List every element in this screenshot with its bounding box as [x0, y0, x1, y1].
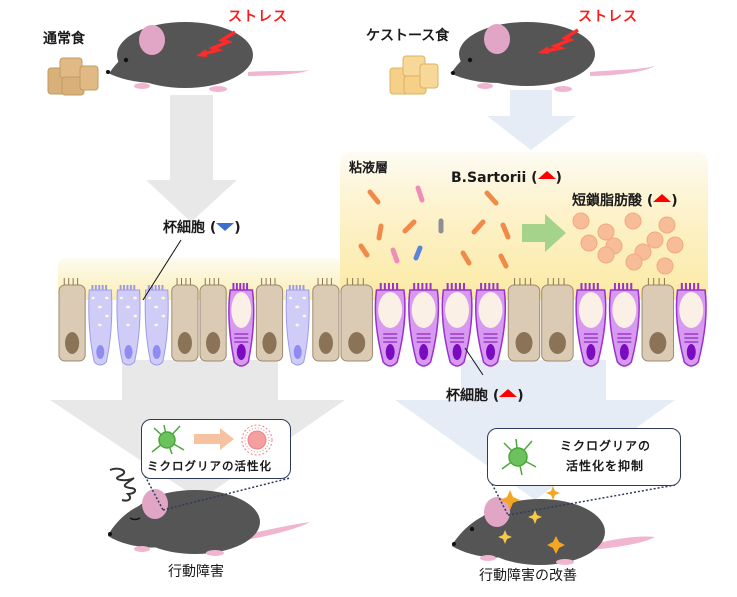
goblet-cell-decrease-label: 杯細胞 ()	[163, 217, 241, 237]
enterocyte-cell	[641, 278, 675, 362]
scfa-text: 短鎖脂肪酸 (	[572, 193, 654, 209]
goblet-cell-low	[144, 285, 169, 366]
up-arrow-icon	[537, 171, 556, 179]
bacterium	[358, 243, 370, 258]
scfa-sphere	[572, 212, 590, 230]
behavioral-improvement-label: 行動障害の改善	[479, 568, 577, 584]
scfa-sphere	[580, 234, 598, 252]
enterocyte-cell	[507, 278, 541, 362]
bacterium	[413, 245, 423, 261]
normal-diet-label: 通常食	[43, 31, 85, 47]
goblet-cell-high	[575, 283, 607, 367]
normal-diet-pellets	[47, 57, 99, 96]
enterocyte-cell	[171, 278, 199, 362]
down-arrow-icon	[216, 223, 235, 231]
goblet-cell-high	[675, 283, 707, 367]
right-stress-label: ストレス	[578, 9, 638, 25]
scfa-sphere	[666, 236, 684, 254]
bacterium	[498, 253, 509, 269]
bacterium	[471, 219, 486, 235]
goblet-text-end: )	[234, 220, 241, 236]
microglia-suppression-callout: ミクログリアの 活性化を抑制	[487, 428, 681, 486]
scfa-text-end: )	[671, 193, 678, 209]
scfa-sphere	[597, 246, 615, 264]
activation-arrow-icon	[194, 428, 234, 450]
goblet-cell-increase-label: 杯細胞 ()	[446, 385, 524, 405]
scfa-group	[572, 212, 684, 275]
goblet-text: 杯細胞 (	[163, 220, 217, 236]
scfa-sphere	[624, 212, 642, 230]
goblet-text-end: )	[517, 388, 524, 404]
bacterium	[402, 219, 417, 234]
goblet-cell-high	[441, 283, 473, 367]
goblet-cell-high	[608, 283, 640, 367]
goblet-text: 杯細胞 (	[446, 388, 500, 404]
bacterium	[415, 185, 425, 203]
mucus-layer-label: 粘液層	[349, 161, 389, 176]
stressed-mouse-normal-diet	[106, 22, 310, 92]
enterocyte-cell	[312, 278, 340, 362]
scfa-sphere	[656, 257, 674, 275]
scfa-sphere	[658, 216, 676, 234]
behavioral-disorder-label: 行動障害	[168, 564, 224, 580]
bacterium	[376, 223, 384, 241]
goblet-cell-high	[475, 283, 507, 367]
bacterium	[460, 250, 472, 266]
enterocyte-cell	[541, 278, 574, 362]
activated-microglia-icon	[241, 424, 273, 456]
bacterium	[484, 190, 499, 206]
b-sartorii-label: B.Sartorii ()	[451, 170, 562, 186]
kestose-diet-label: ケストース食	[366, 28, 450, 44]
sparkle-icons	[498, 486, 565, 554]
stressed-mouse-kestose-diet	[450, 22, 655, 92]
enterocyte-cell	[255, 278, 284, 362]
up-arrow-icon	[653, 194, 672, 202]
scfa-sphere	[625, 253, 643, 271]
left-stress-label: ストレス	[228, 9, 288, 25]
resting-microglia-icon	[151, 424, 185, 455]
goblet-cell-high	[408, 283, 440, 367]
goblet-cell-high	[228, 283, 255, 367]
b-sartorii-text: B.Sartorii (	[451, 170, 538, 186]
scfa-sphere	[597, 223, 615, 241]
mouse-improved-behavior	[452, 486, 655, 565]
enterocyte-cell	[340, 278, 373, 362]
enterocyte-cell	[199, 278, 227, 362]
dizzy-swirl-icon	[109, 467, 136, 502]
microglia-activation-graphic	[151, 424, 273, 456]
left-top-flow-arrow	[146, 95, 237, 222]
conversion-arrow	[522, 214, 566, 252]
microglia-suppression-line2: 活性化を抑制	[566, 459, 645, 473]
bacteria-group	[358, 185, 511, 269]
right-top-flow-arrow	[487, 90, 576, 150]
bacterium	[500, 222, 511, 240]
mouse-behavioral-disorder	[108, 467, 310, 556]
bacterium	[390, 247, 400, 264]
scfa-sphere	[646, 231, 664, 249]
bacterium	[367, 189, 381, 205]
goblet-cell-low	[285, 285, 310, 366]
enterocyte-cell	[58, 278, 86, 362]
microglia-suppression-line1: ミクログリアの	[560, 439, 652, 453]
up-arrow-icon	[499, 389, 518, 397]
goblet-cell-low	[116, 285, 141, 366]
b-sartorii-text-end: )	[555, 170, 562, 186]
goblet-cell-high	[374, 283, 406, 367]
resting-microglia-icon	[501, 438, 537, 476]
microglia-activation-callout: ミクログリアの活性化	[141, 419, 291, 479]
microglia-activation-text: ミクログリアの活性化	[147, 459, 272, 473]
goblet-cell-low	[88, 285, 113, 366]
kestose-diet-pellets	[389, 55, 439, 95]
scfa-label: 短鎖脂肪酸 ()	[572, 190, 678, 210]
